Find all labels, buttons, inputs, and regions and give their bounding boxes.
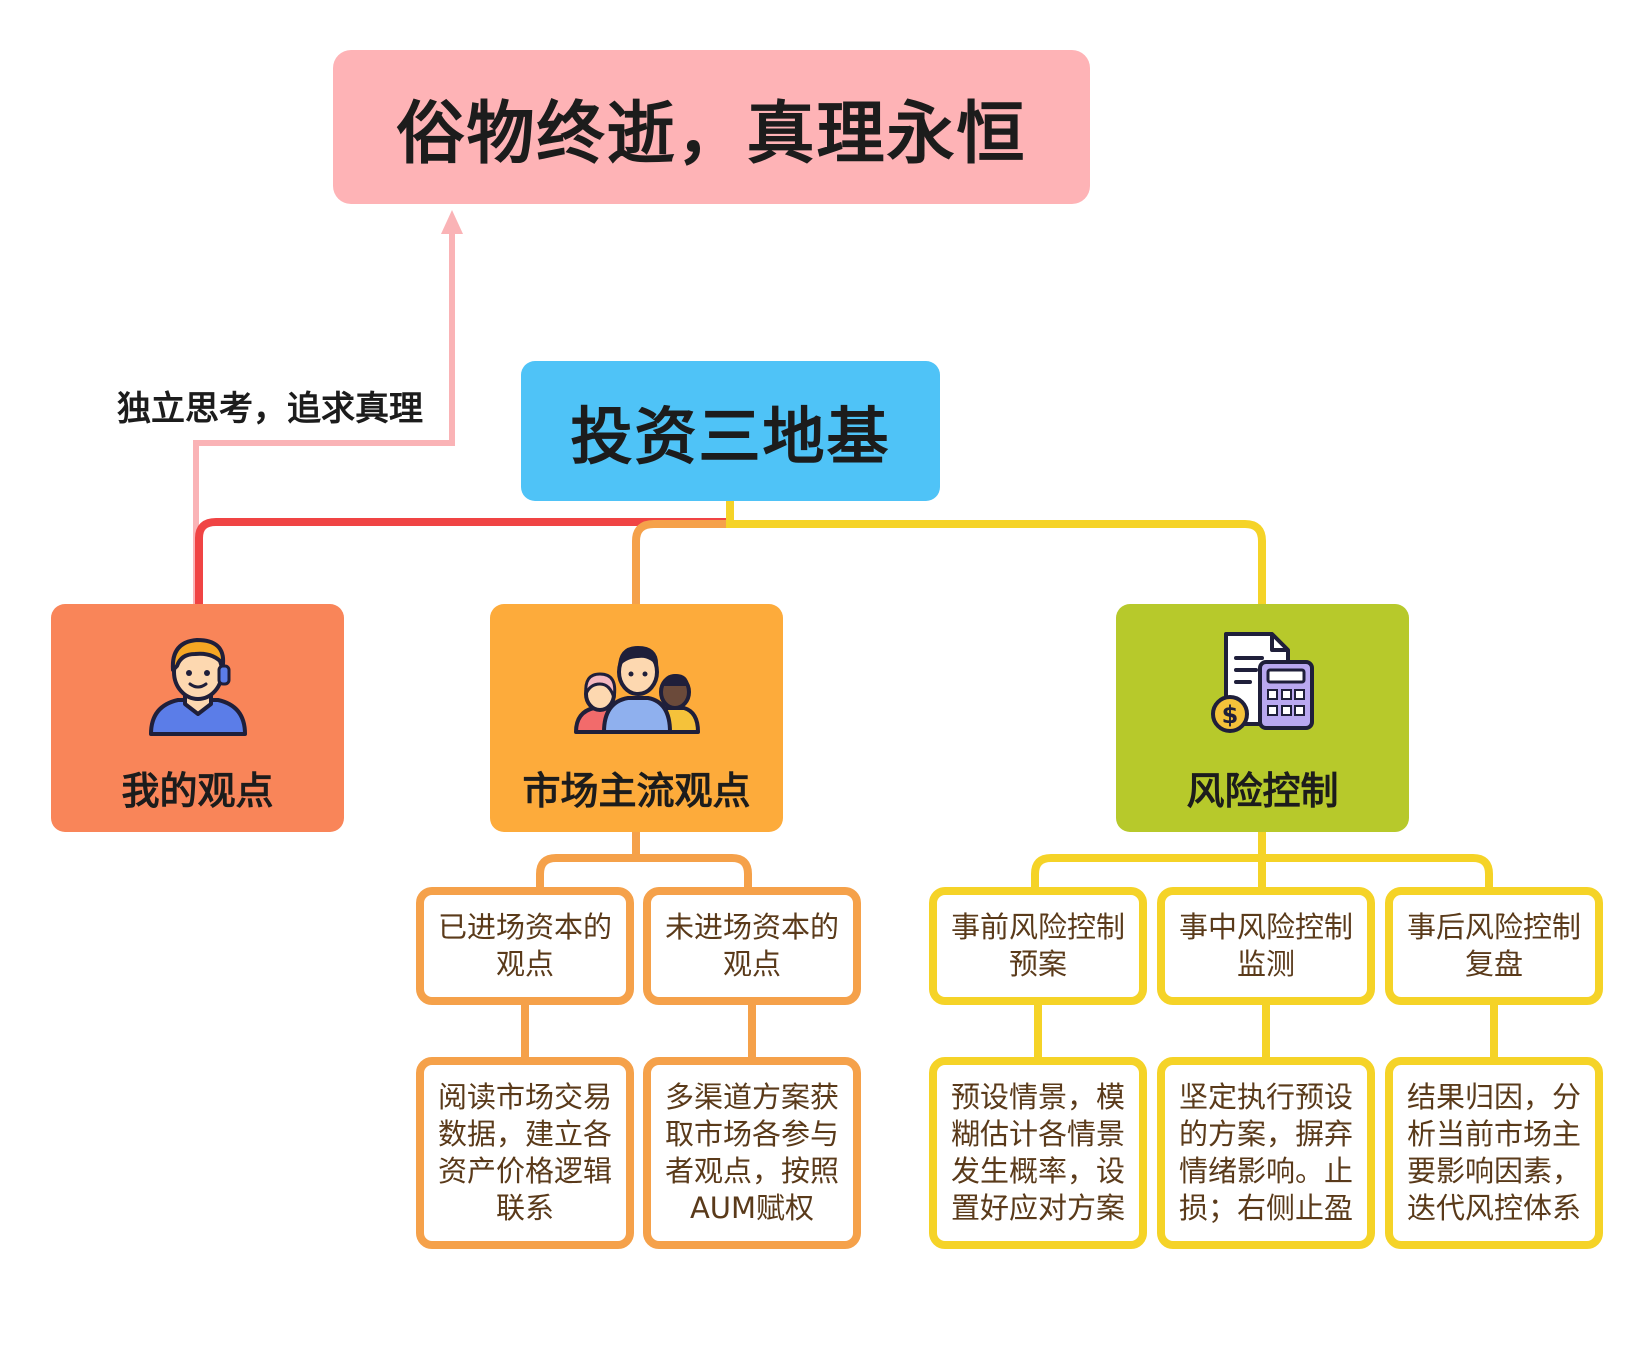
truth-node: 俗物终逝，真理永恒 <box>333 50 1090 204</box>
branch-my-view-label: 我的观点 <box>121 769 274 813</box>
group-people-icon <box>572 628 702 738</box>
risk-sub-after-text: 事后风险控制复盘 <box>1406 910 1581 981</box>
branch-market-view: 市场主流观点 <box>490 604 783 832</box>
risk-detail-during: 坚定执行预设的方案，摒弃情绪影响。止损；右侧止盈 <box>1157 1057 1375 1249</box>
risk-detail-after-text: 结果归因，分析当前市场主要影响因素，迭代风控体系 <box>1406 1080 1581 1225</box>
link-root-my <box>195 501 734 604</box>
root-node: 投资三地基 <box>521 361 940 501</box>
risk-detail-during-text: 坚定执行预设的方案，摒弃情绪影响。止损；右侧止盈 <box>1178 1080 1353 1225</box>
calculator-document-icon: $ <box>1198 628 1328 738</box>
branch-risk-control: $ 风险控制 <box>1116 604 1409 832</box>
link-root-risk <box>726 501 1266 604</box>
branch-market-view-label: 市场主流观点 <box>522 769 751 813</box>
pink-arrowhead <box>441 210 463 234</box>
market-sub-outside-capital: 未进场资本的观点 <box>643 887 861 1005</box>
risk-detail-before-text: 预设情景，模糊估计各情景发生概率，设置好应对方案 <box>950 1080 1125 1225</box>
market-sub-outside-capital-text: 未进场资本的观点 <box>664 910 839 981</box>
person-headset-icon <box>133 628 263 738</box>
link-market-details <box>521 1005 756 1057</box>
risk-detail-before: 预设情景，模糊估计各情景发生概率，设置好应对方案 <box>929 1057 1147 1249</box>
svg-text:$: $ <box>1221 701 1238 729</box>
market-detail-outside-capital: 多渠道方案获取市场各参与者观点，按照AUM赋权 <box>643 1057 861 1249</box>
link-root-market <box>632 501 734 604</box>
risk-sub-during: 事中风险控制监测 <box>1157 887 1375 1005</box>
link-risk-subs <box>1031 832 1493 887</box>
root-text: 投资三地基 <box>570 400 891 473</box>
market-detail-entered-capital-text: 阅读市场交易数据，建立各资产价格逻辑联系 <box>437 1080 612 1225</box>
truth-text: 俗物终逝，真理永恒 <box>396 94 1027 174</box>
market-sub-entered-capital: 已进场资本的观点 <box>416 887 634 1005</box>
risk-sub-before-text: 事前风险控制预案 <box>950 910 1125 981</box>
link-risk-details <box>1034 1005 1498 1057</box>
risk-sub-during-text: 事中风险控制监测 <box>1178 910 1353 981</box>
branch-risk-control-label: 风险控制 <box>1186 769 1339 813</box>
branch-my-view: 我的观点 <box>51 604 344 832</box>
market-detail-entered-capital: 阅读市场交易数据，建立各资产价格逻辑联系 <box>416 1057 634 1249</box>
risk-sub-after: 事后风险控制复盘 <box>1385 887 1603 1005</box>
risk-sub-before: 事前风险控制预案 <box>929 887 1147 1005</box>
market-detail-outside-capital-text: 多渠道方案获取市场各参与者观点，按照AUM赋权 <box>664 1080 839 1225</box>
edge-label: 独立思考，追求真理 <box>117 388 423 429</box>
link-market-subs <box>536 832 752 887</box>
market-sub-entered-capital-text: 已进场资本的观点 <box>437 910 612 981</box>
risk-detail-after: 结果归因，分析当前市场主要影响因素，迭代风控体系 <box>1385 1057 1603 1249</box>
